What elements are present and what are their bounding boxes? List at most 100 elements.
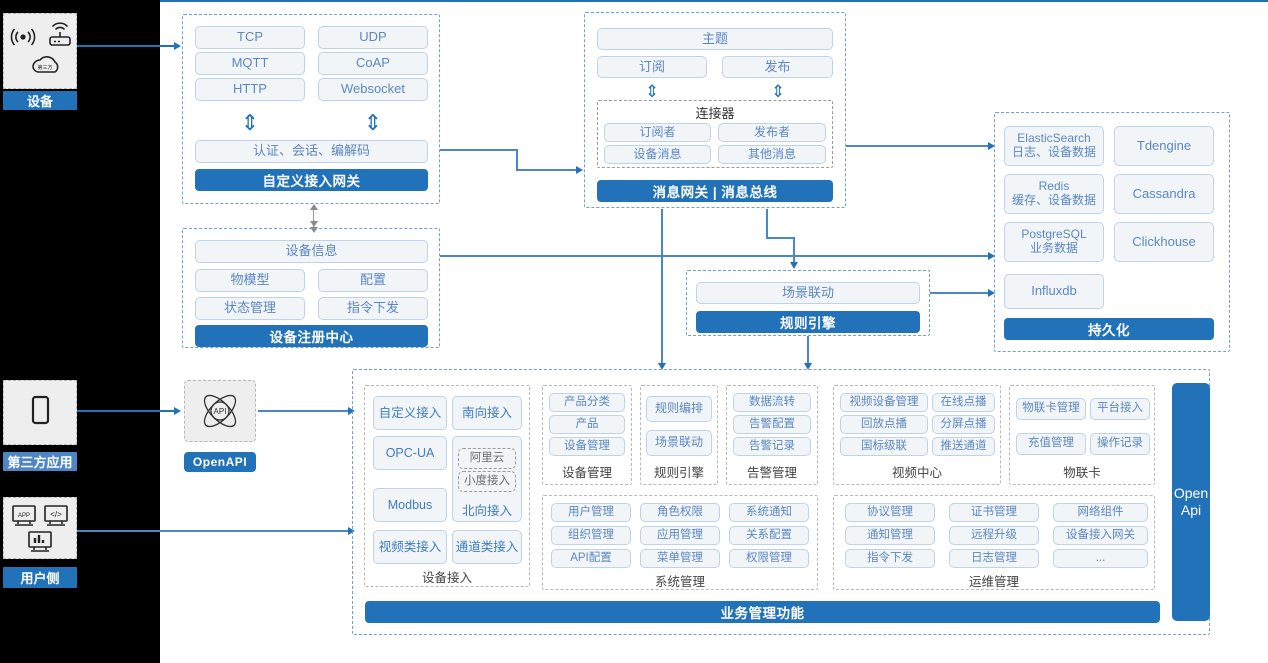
device-icon-box: 第三方 [3,13,77,89]
sys-api-config[interactable]: API配置 [551,549,631,568]
bus-subscribe[interactable]: 订阅 [597,56,707,78]
ops-log-mgmt[interactable]: 日志管理 [949,549,1039,568]
video-split-screen-vod[interactable]: 分屏点播 [932,415,995,434]
sys-org-mgmt[interactable]: 组织管理 [551,526,631,545]
ops-more[interactable]: ... [1053,549,1148,568]
iotcard-platform-access[interactable]: 平台接入 [1090,398,1150,420]
alarm-data-flow[interactable]: 数据流转 [733,393,811,412]
sys-user-mgmt[interactable]: 用户管理 [551,503,631,522]
sys-role-perm[interactable]: 角色权限 [640,503,720,522]
access-video[interactable]: 视频类接入 [373,530,447,564]
group-label-iot-card: 物联卡 [1063,465,1101,480]
gateway-group [182,14,440,204]
gateway-arrow-right-icon: ⇕ [363,110,383,135]
group-rule-engine [640,385,718,485]
openapi-label[interactable]: OpenAPI [184,452,256,472]
access-channel[interactable]: 通道类接入 [452,530,522,564]
gateway-title[interactable]: 自定义接入网关 [195,169,428,191]
rulegrp-orchestration[interactable]: 规则编排 [646,396,712,422]
rule-scene-linkage[interactable]: 场景联动 [696,282,920,304]
connector-other-msg[interactable]: 其他消息 [718,145,826,164]
gateway-protocol-mqtt[interactable]: MQTT [195,52,305,75]
message-bus-title[interactable]: 消息网关 | 消息总线 [597,180,833,202]
iotcard-recharge[interactable]: 充值管理 [1016,433,1086,455]
group-device-mgmt [542,385,632,485]
video-device-mgmt[interactable]: 视频设备管理 [840,393,928,412]
userside-icon-box: APP </> [3,497,77,559]
gateway-protocol-udp[interactable]: UDP [318,26,428,49]
video-push-channel[interactable]: 推送通道 [932,437,995,456]
access-northbound[interactable]: 北向接入 [452,436,522,522]
connector-subscriber[interactable]: 订阅者 [604,123,711,142]
devmgmt-device-mgmt[interactable]: 设备管理 [549,437,625,456]
persistence-cassandra[interactable]: Cassandra [1114,174,1214,214]
ops-network-component[interactable]: 网络组件 [1053,503,1148,522]
openapi-side-bar[interactable]: Open Api [1172,383,1210,621]
sys-notification[interactable]: 系统通知 [729,503,809,522]
registry-device-info[interactable]: 设备信息 [195,240,428,263]
video-gb-cascade[interactable]: 国标级联 [840,437,928,456]
business-title-bar[interactable]: 业务管理功能 [365,601,1160,623]
alarm-records[interactable]: 告警记录 [733,437,811,456]
bus-topic[interactable]: 主题 [597,28,833,50]
ops-notice-mgmt[interactable]: 通知管理 [845,526,935,545]
bus-to-persistence-a-head [988,141,995,150]
access-modbus[interactable]: Modbus [373,488,447,522]
registry-config[interactable]: 配置 [318,269,428,292]
video-online-vod[interactable]: 在线点播 [932,393,995,412]
userside-icons-svg: APP </> [12,505,68,552]
ops-remote-upgrade[interactable]: 远程升级 [949,526,1039,545]
gateway-middle-layer[interactable]: 认证、会话、编解码 [195,140,428,163]
gateway-to-bus-v [516,149,518,170]
ops-device-gateway[interactable]: 设备接入网关 [1053,526,1148,545]
connector-device-msg[interactable]: 设备消息 [604,145,711,164]
sys-permission-mgmt[interactable]: 权限管理 [729,549,809,568]
video-playback-vod[interactable]: 回放点播 [840,415,928,434]
group-label-ops-mgmt: 运维管理 [968,574,1019,589]
bus-arrow-right-icon: ⇕ [770,81,786,101]
gateway-protocol-websocket[interactable]: Websocket [318,78,428,101]
registry-state-mgmt[interactable]: 状态管理 [195,297,305,320]
ops-protocol-mgmt[interactable]: 协议管理 [845,503,935,522]
gateway-registry-link-up [309,204,318,210]
registry-thing-model[interactable]: 物模型 [195,269,305,292]
connector-publisher[interactable]: 发布者 [718,123,826,142]
persistence-clickhouse[interactable]: Clickhouse [1114,222,1214,262]
sys-relation-config[interactable]: 关系配置 [729,526,809,545]
access-aliyun[interactable]: 阿里云 [458,448,516,469]
sys-app-mgmt[interactable]: 应用管理 [640,526,720,545]
gateway-protocol-coap[interactable]: CoAP [318,52,428,75]
devmgmt-product-category[interactable]: 产品分类 [549,393,625,412]
device-registry-title[interactable]: 设备注册中心 [195,325,428,347]
persistence-title[interactable]: 持久化 [1004,318,1214,340]
mobile-phone-icon [31,395,50,424]
bus-to-persistence-a [846,145,991,147]
persistence-tdengine[interactable]: Tdengine [1114,126,1214,166]
devmgmt-product[interactable]: 产品 [549,415,625,434]
iotcard-mgmt[interactable]: 物联卡管理 [1016,398,1086,420]
sys-menu-mgmt[interactable]: 菜单管理 [640,549,720,568]
rule-engine-title[interactable]: 规则引擎 [696,311,920,333]
gateway-protocol-http[interactable]: HTTP [195,78,305,101]
registry-command-issue[interactable]: 指令下发 [318,297,428,320]
connector-group [597,100,833,168]
access-xiaodu[interactable]: 小度接入 [458,471,516,492]
ops-cert-mgmt[interactable]: 证书管理 [949,503,1039,522]
arrow-thirdparty-to-openapi-head [174,406,181,415]
gateway-to-bus-h1 [440,149,518,151]
persistence-influxdb[interactable]: Influxdb [1004,274,1104,309]
iotcard-operation-log[interactable]: 操作记录 [1090,433,1150,455]
rulegrp-scene-linkage[interactable]: 场景联动 [646,430,712,456]
ops-command-issue[interactable]: 指令下发 [845,549,935,568]
access-custom[interactable]: 自定义接入 [373,396,447,430]
gateway-protocol-tcp[interactable]: TCP [195,26,305,49]
access-southbound[interactable]: 南向接入 [452,396,522,430]
bus-publish[interactable]: 发布 [722,56,833,78]
device-registry-group [182,228,440,348]
access-opc-ua[interactable]: OPC-UA [373,436,447,470]
alarm-config[interactable]: 告警配置 [733,415,811,434]
